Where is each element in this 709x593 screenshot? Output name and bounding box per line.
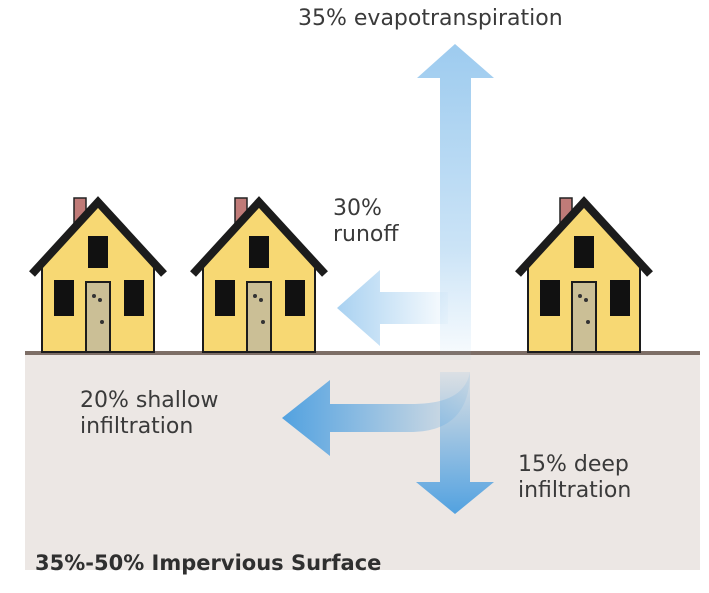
runoff-arrow — [337, 270, 448, 346]
deep-label-line2: infiltration — [518, 478, 632, 503]
ground-area — [25, 354, 700, 570]
runoff-label-line2: runoff — [333, 222, 399, 247]
impervious-surface-caption: 35%-50% Impervious Surface — [35, 551, 382, 575]
runoff-label: 30% runoff — [333, 196, 399, 248]
deep-infiltration-arrow — [416, 372, 494, 514]
house-1 — [29, 196, 167, 353]
shallow-infiltration-arrow — [282, 372, 470, 456]
shallow-label-line1: 20% shallow — [80, 388, 219, 413]
deep-label-line1: 15% deep — [518, 452, 629, 477]
evapotranspiration-label: 35% evapotranspiration — [298, 6, 563, 31]
deep-infiltration-label: 15% deep infiltration — [518, 452, 631, 504]
house-2 — [190, 196, 328, 353]
house-3 — [515, 196, 653, 353]
ground-surface-line — [25, 351, 700, 355]
evapotranspiration-arrow — [417, 44, 494, 360]
shallow-infiltration-label: 20% shallow infiltration — [80, 388, 218, 440]
runoff-label-line1: 30% — [333, 196, 382, 221]
shallow-label-line2: infiltration — [80, 414, 194, 439]
